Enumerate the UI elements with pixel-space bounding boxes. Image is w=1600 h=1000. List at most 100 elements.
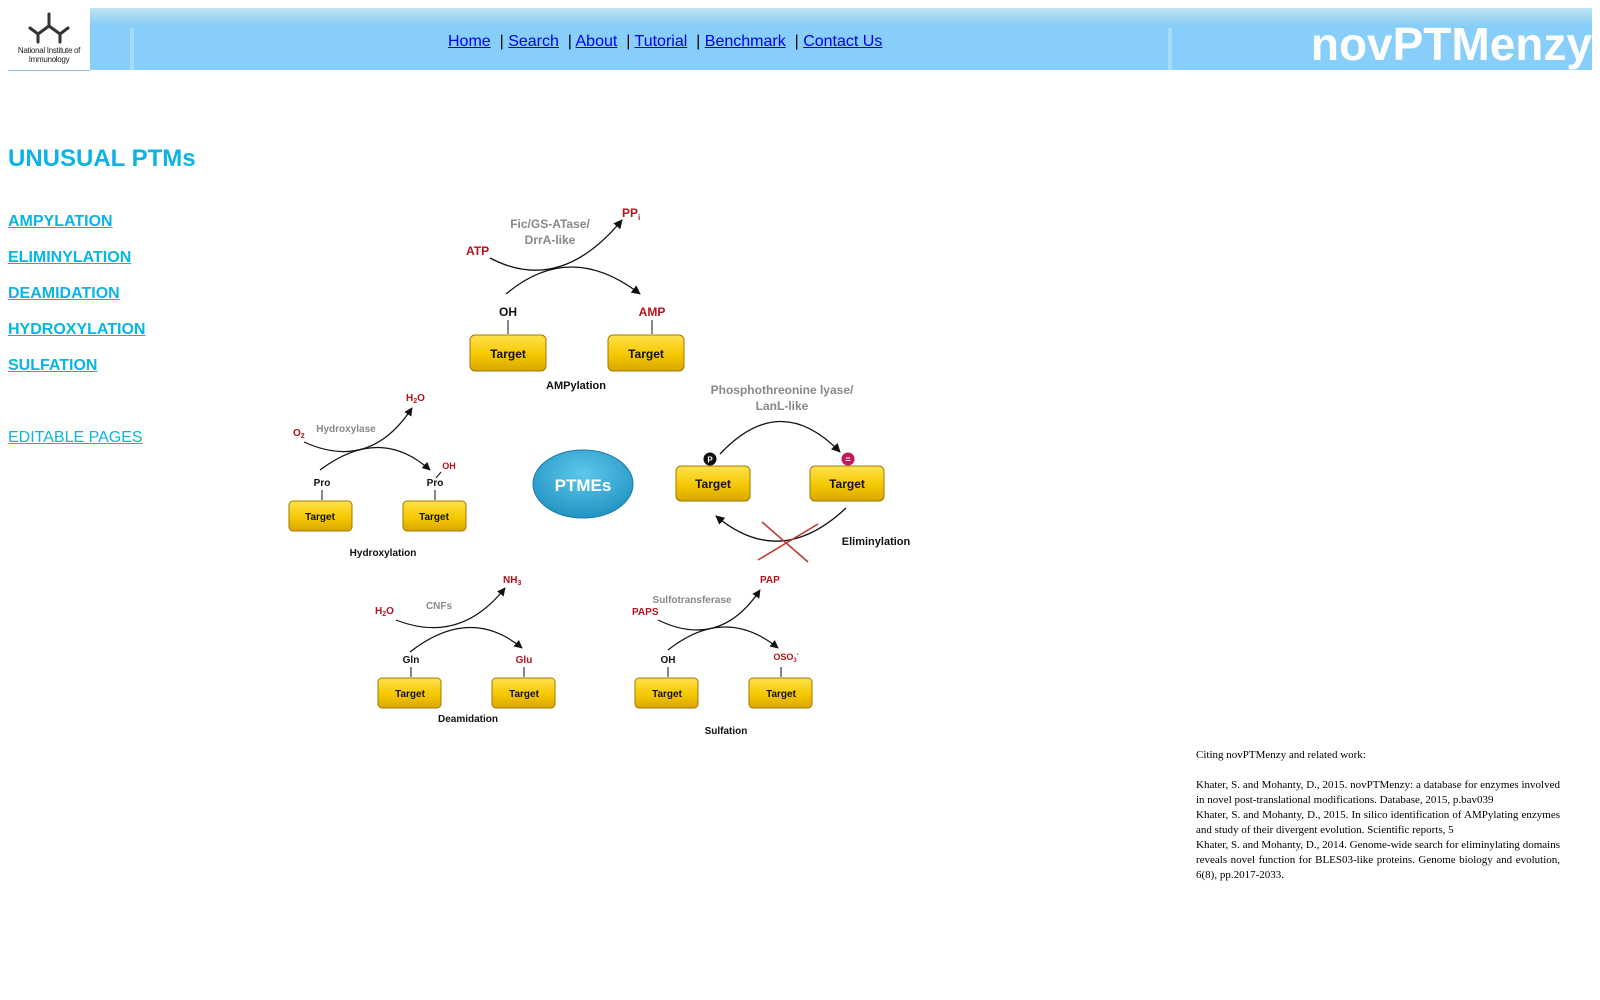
deamidation-reaction: CNFs H2O NH3 Gln Glu Target Target Deami… — [375, 575, 556, 725]
ampylation-caption: AMPylation — [546, 380, 606, 392]
sulfation-target-box — [748, 677, 813, 709]
sulfation-residue-in: OH — [661, 655, 676, 666]
ampylation-target-box — [607, 334, 685, 372]
dehydro-icon — [841, 452, 855, 466]
deamidation-target-box — [377, 677, 442, 709]
deamidation-target-box — [491, 677, 556, 709]
hydroxylation-residue-in: Pro — [314, 478, 331, 489]
ampylation-main-arrow — [505, 266, 641, 295]
eliminylation-reverse-arrow — [715, 507, 847, 542]
sulfation-enzyme: Sulfotransferase — [653, 595, 732, 606]
ampylation-reaction: Fic/GS-ATase/ DrrA-like ATP PPi OH AMP T… — [466, 206, 685, 392]
target-label: Target — [509, 689, 539, 700]
sulfation-reaction: Sulfotransferase PAPS PAP OH OSO3- Targe… — [632, 575, 813, 737]
eliminylation-target-box — [675, 465, 751, 502]
header-divider — [1168, 28, 1172, 70]
ptm-reactions-diagram: Fic/GS-ATase/ DrrA-like ATP PPi OH AMP T… — [288, 206, 911, 737]
ampylation-target-box — [469, 334, 547, 372]
target-label: Target — [490, 347, 526, 361]
institute-logo[interactable]: National Institute of Immunology — [8, 8, 90, 71]
site-header: National Institute of Immunology Home | … — [8, 8, 1592, 71]
target-label: Target — [766, 689, 796, 700]
target-label: Target — [652, 689, 682, 700]
nav-benchmark[interactable]: Benchmark — [704, 33, 786, 50]
hydroxylation-target-box — [288, 500, 353, 532]
institute-logo-text: National Institute of Immunology — [17, 46, 81, 64]
hydroxylation-modification: OH — [442, 461, 456, 471]
ampylation-enzyme-line2: DrrA-like — [525, 233, 576, 247]
sulfation-target-box — [634, 677, 699, 709]
target-label: Target — [305, 512, 335, 523]
ampylation-cofactor-arrow — [489, 219, 623, 271]
nav-search[interactable]: Search — [508, 33, 559, 50]
nav-separator: | — [794, 33, 799, 50]
hydroxylation-residue-out: Pro — [427, 478, 444, 489]
hydroxylation-enzyme: Hydroxylase — [316, 424, 376, 435]
sulfation-substrate: PAPS — [632, 607, 659, 618]
hydroxylation-target-box — [402, 500, 467, 532]
page-title: UNUSUAL PTMs — [8, 145, 196, 172]
target-label: Target — [628, 347, 664, 361]
link-editable-pages[interactable]: EDITABLE PAGES — [8, 429, 143, 446]
deamidation-substrate: H2O — [375, 606, 394, 618]
target-label: Target — [419, 512, 449, 523]
link-sulfation[interactable]: SULFATION — [8, 357, 98, 374]
eliminylation-reaction: Phosphothreonine lyase/ LanL-like P = Ta… — [675, 383, 911, 563]
citation-item: Khater, S. and Mohanty, D., 2015. novPTM… — [1196, 779, 1560, 806]
ampylation-substrate: ATP — [466, 244, 489, 258]
target-label: Target — [395, 689, 425, 700]
citation-heading: Citing novPTMenzy and related work: — [1196, 749, 1366, 761]
link-deamidation[interactable]: DEAMIDATION — [8, 285, 120, 302]
ptmes-bubble: PTMEs — [532, 449, 634, 519]
nav-tutorial[interactable]: Tutorial — [634, 33, 688, 50]
deamidation-byproduct: NH3 — [503, 575, 521, 587]
ampylation-residue-in: OH — [499, 305, 517, 319]
sulfation-caption: Sulfation — [705, 726, 748, 737]
hydroxylation-byproduct: H2O — [406, 393, 425, 405]
blocked-reaction-icon — [761, 521, 809, 563]
link-ampylation[interactable]: AMPYLATION — [8, 213, 113, 230]
nav-home[interactable]: Home — [448, 33, 491, 50]
hydroxylation-reaction: Hydroxylase O2 H2O Pro Pro OH Target Tar… — [288, 393, 467, 559]
nav-about[interactable]: About — [575, 33, 618, 50]
target-label: Target — [695, 477, 731, 491]
site-brand: novPTMenzy — [1310, 18, 1592, 70]
nav-separator: | — [567, 33, 572, 50]
ampylation-residue-out: AMP — [639, 305, 666, 319]
eliminylation-forward-arrow — [719, 420, 841, 455]
ampylation-enzyme-line1: Fic/GS-ATase/ — [510, 217, 590, 231]
ampylation-byproduct: PPi — [622, 206, 640, 222]
link-eliminylation[interactable]: ELIMINYLATION — [8, 249, 132, 266]
nav-contact-us[interactable]: Contact Us — [803, 33, 883, 50]
target-label: Target — [829, 477, 865, 491]
institute-logo-icon — [28, 12, 70, 44]
ptmes-label: PTMEs — [555, 476, 612, 495]
eliminylation-caption: Eliminylation — [842, 536, 911, 548]
phosphate-mark: P — [707, 456, 713, 465]
deamidation-cofactor-arrow — [395, 587, 506, 629]
dehydro-mark: = — [845, 455, 850, 465]
deamidation-main-arrow — [409, 626, 523, 653]
sulfation-residue-out: OSO3- — [773, 652, 798, 664]
hydroxylation-caption: Hydroxylation — [350, 548, 417, 559]
nav-separator: | — [499, 33, 504, 50]
deamidation-enzyme: CNFs — [426, 601, 453, 612]
deamidation-caption: Deamidation — [438, 714, 498, 725]
nav-separator: | — [696, 33, 701, 50]
link-hydroxylation[interactable]: HYDROXYLATION — [8, 321, 146, 338]
sulfation-main-arrow — [667, 626, 779, 651]
eliminylation-target-box — [809, 465, 885, 502]
hydroxylation-substrate: O2 — [293, 428, 305, 440]
eliminylation-enzyme-line2: LanL-like — [756, 399, 809, 413]
top-navigation: Home | Search | About | Tutorial | Bench… — [448, 33, 882, 51]
phosphate-icon — [703, 452, 717, 466]
header-divider — [130, 28, 134, 70]
header-bar — [90, 8, 1592, 70]
citation-block: Citing novPTMenzy and related work: Khat… — [1196, 748, 1560, 883]
deamidation-residue-in: Gln — [403, 655, 420, 666]
citation-item: Khater, S. and Mohanty, D., 2014. Genome… — [1196, 839, 1560, 881]
citation-item: Khater, S. and Mohanty, D., 2015. In sil… — [1196, 809, 1560, 836]
nav-separator: | — [626, 33, 631, 50]
eliminylation-enzyme-line1: Phosphothreonine lyase/ — [711, 383, 854, 397]
deamidation-residue-out: Glu — [516, 655, 533, 666]
